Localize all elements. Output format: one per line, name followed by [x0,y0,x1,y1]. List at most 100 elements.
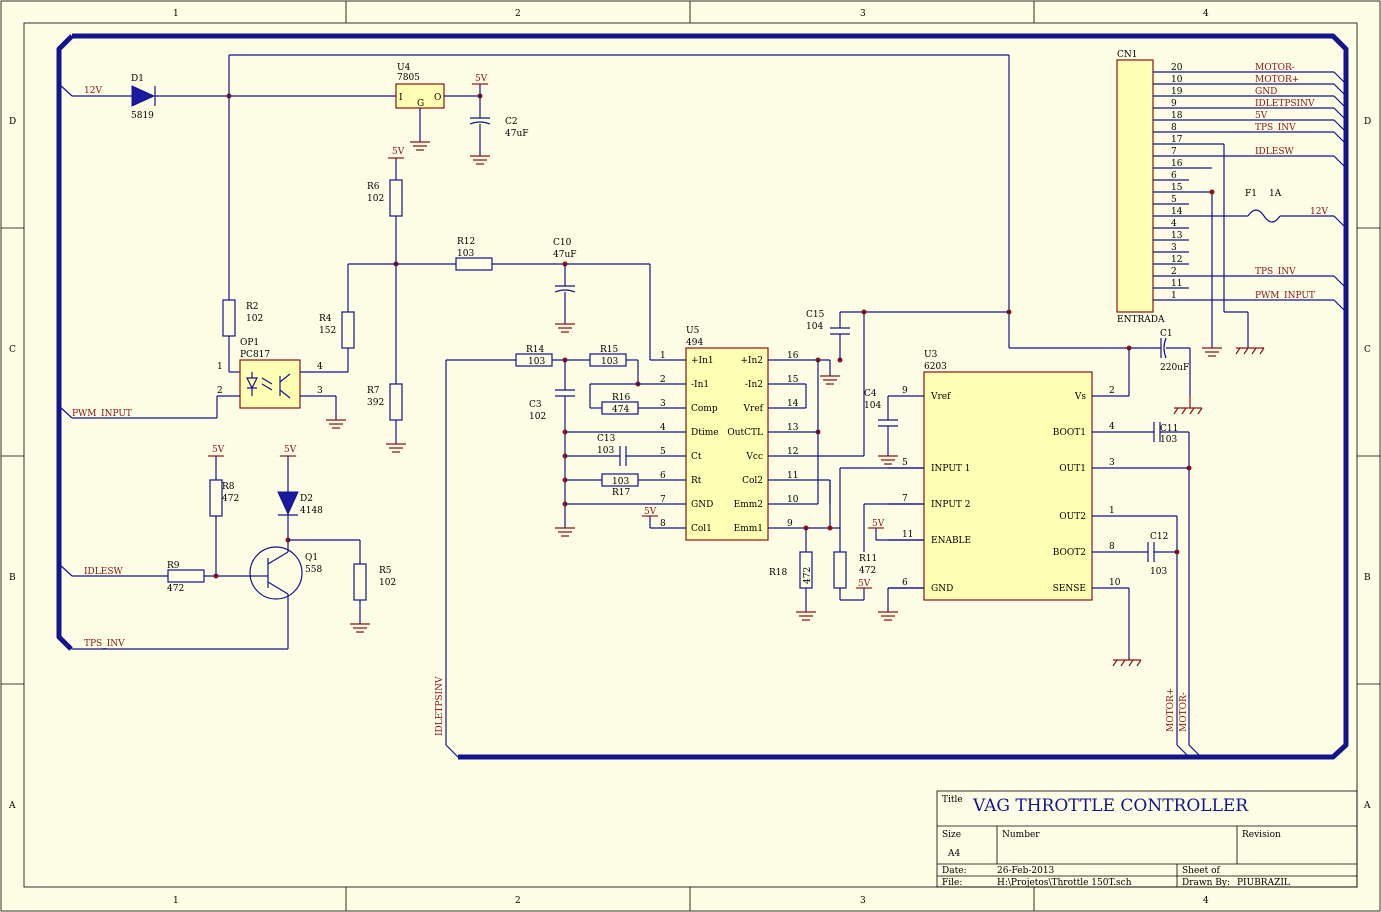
resistor-r5 [353,563,367,601]
r2-value: 102 [246,314,263,324]
net-label-pwm-input: PWM_INPUT [72,409,132,419]
sheet-label: Sheet of [1182,866,1221,876]
resistor-r8 [209,479,223,517]
u5-ref: U5 [686,326,700,336]
cn1-net-label: MOTOR- [1255,63,1295,73]
drawn-label: Drawn By: [1182,878,1230,888]
r17-value: 103 [612,477,629,487]
supply-section: 12V D1 5819 U4 7805 I G O 5V C2 47uF [72,54,1161,351]
d2-5v-label: 5V [284,445,297,455]
title-block: Title VAG THROTTLE CONTROLLER Size A4 Nu… [936,790,1358,888]
resistor-r7 [389,383,403,421]
r2-ref: R2 [246,302,259,312]
u5-pin-number: 16 [787,351,799,361]
net-label-12v: 12V [84,86,102,96]
r8-5v-label: 5V [212,445,225,455]
cn1-pin-number: 10 [1171,75,1183,85]
c3-value: 102 [529,412,546,422]
col-label-bottom: 3 [860,896,866,906]
r14-ref: R14 [526,345,545,355]
cn1-value: ENTRADA [1117,315,1165,325]
u5-pin-name: +In1 [691,356,714,366]
c11-value: 103 [1160,435,1177,445]
u3-pin-name: BOOT1 [1053,428,1086,438]
row-label-left: B [9,573,16,583]
resistor-r12 [455,257,493,271]
r9-value: 472 [167,584,184,594]
u3-pin-number: 4 [1109,422,1115,432]
file-label: File: [942,878,962,888]
d1-value: 5819 [131,111,154,121]
r16-value: 474 [612,405,629,415]
cn1-pin-number: 1 [1171,291,1177,301]
r4-value: 152 [319,326,336,336]
u5-pin-name: OutCTL [727,428,763,438]
u5-pin-number: 2 [660,375,666,385]
net-label-tps-inv: TPS_INV [84,639,125,649]
u3-pin-name: GND [931,584,953,594]
q1-value: 558 [305,565,322,575]
r6-ref: R6 [367,182,380,192]
row-label-right: D [1364,117,1371,127]
d1-ref: D1 [131,74,144,84]
u3-pin-name: Vs [1074,392,1086,402]
u5-pin-number: 3 [660,399,666,409]
op1-value: PC817 [240,350,270,360]
ic-u3 [923,371,1093,601]
optocoupler-section: R2 102 OP1 PC817 1 2 3 4 PWM_INPUT [72,96,346,429]
col1-5v-label: 5V [644,507,657,517]
cn1-net-label: 5V [1255,111,1268,121]
r6-5v-label: 5V [392,147,405,157]
resistor-r2 [222,299,236,337]
cn1-pin-number: 18 [1171,111,1183,121]
u5-pin-name: Col2 [742,476,763,486]
u3-pin-name: BOOT2 [1053,548,1086,558]
cn1-pin-number: 20 [1171,63,1183,73]
u5-pin-name: Emm2 [734,500,763,510]
u5-pin-number: 8 [660,519,666,529]
c13-ref: C13 [597,434,616,444]
u3-pin-name: ENABLE [931,536,971,546]
u3-pin-number: 6 [902,578,908,588]
r6-value: 102 [367,194,384,204]
u4-pin-o: O [434,93,441,103]
r12-value: 103 [457,249,474,259]
cn1-net-label: IDLETPSINV [1255,99,1315,109]
c12-value: 103 [1150,567,1167,577]
u4-value: 7805 [397,73,420,83]
u5-pin-number: 1 [660,351,666,361]
cn1-pin-number: 9 [1171,99,1177,109]
op1-ref: OP1 [240,338,259,348]
c1-value: 220uF [1160,363,1189,373]
c15-ref: C15 [806,310,825,320]
cn1-pin-number: 3 [1171,243,1177,253]
resistor-r6 [389,179,403,217]
drawn-value: PIUBRAZIL [1237,878,1290,888]
cn1-pin-number: 11 [1171,279,1182,289]
resistor-r9 [167,569,205,583]
diode-d2 [277,491,299,516]
file-value: H:\Projetos\Throttle 150T.sch [997,878,1132,888]
u3-ref: U3 [924,350,938,360]
r15-value: 103 [601,357,618,367]
u3-pin-number: 1 [1109,506,1115,516]
u5-pin-number: 5 [660,447,666,457]
cn1-pin-number: 6 [1171,171,1177,181]
row-label-left: D [9,117,16,127]
col-label-top: 4 [1203,9,1209,19]
number-label: Number [1002,830,1040,840]
u3-pin-number: 3 [1109,458,1115,468]
u5-pin-name: -In2 [745,380,763,390]
cn1-pin-number: 7 [1171,147,1177,157]
c10-ref: C10 [553,238,572,248]
col-label-top: 2 [515,9,521,19]
date-value: 26-Feb-2013 [997,866,1055,876]
u5-pin-name: Dtime [691,428,719,438]
op1-pin-2: 2 [217,386,223,396]
r7-value: 392 [367,398,384,408]
c11-ref: C11 [1160,424,1178,434]
